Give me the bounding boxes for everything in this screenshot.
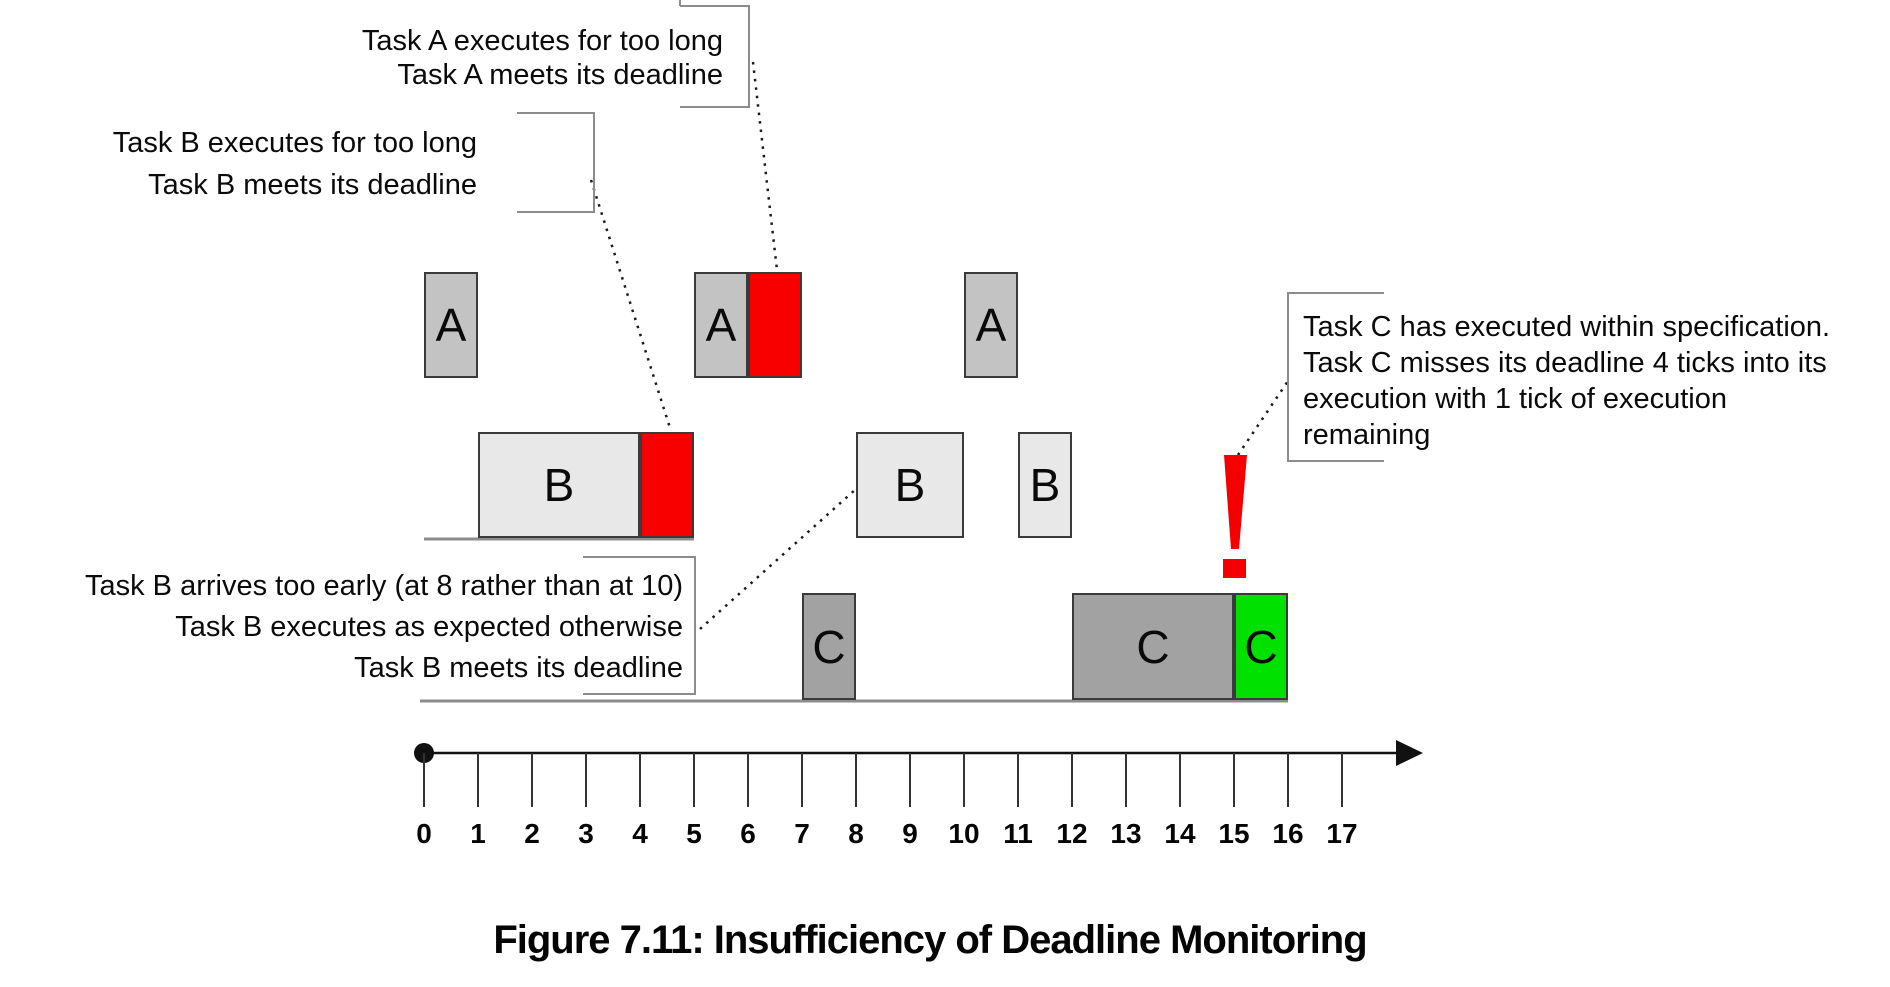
axis-tick-label: 16 — [1272, 818, 1304, 849]
callout-bracket-task-a-stub — [679, 0, 681, 6]
annotation-line: execution with 1 tick of execution — [1303, 383, 1727, 415]
exclamation-stem — [1224, 455, 1247, 549]
axis-tick-label: 10 — [948, 818, 980, 849]
axis-tick-label: 14 — [1164, 818, 1196, 849]
callout-bracket-task-c — [1287, 292, 1384, 462]
annotation-line: Task B executes as expected otherwise — [175, 611, 683, 643]
axis-tick-label: 7 — [794, 818, 810, 849]
task-block-label: B — [543, 459, 575, 511]
axis-tick-label: 3 — [578, 818, 594, 849]
task-block-label: C — [1244, 620, 1278, 673]
axis-tick-mark — [909, 753, 911, 807]
task-a-block-normal: A — [424, 272, 478, 378]
exclamation-dot — [1223, 559, 1246, 578]
axis-tick-mark — [855, 753, 857, 807]
axis-tick-label: 8 — [848, 818, 864, 849]
callout-bracket-task-b-early — [583, 556, 696, 695]
axis-tick-label: 17 — [1326, 818, 1358, 849]
axis-tick-mark — [1287, 753, 1289, 807]
axis-tick-label: 1 — [470, 818, 486, 849]
axis-tick-mark — [963, 753, 965, 807]
leader-task-b-overrun — [589, 179, 673, 432]
axis-tick-mark — [1071, 753, 1073, 807]
time-axis — [414, 740, 1423, 766]
axis-tick-mark — [639, 753, 641, 807]
axis-tick-label: 6 — [740, 818, 756, 849]
axis-tick-label: 5 — [686, 818, 702, 849]
axis-tick-mark — [1179, 753, 1181, 807]
leader-task-c-late — [1236, 380, 1290, 456]
callout-bracket-task-a — [680, 5, 750, 108]
annotation-task-c-late: Task C has executed within specification… — [1303, 309, 1830, 453]
task-block-label: A — [435, 299, 467, 351]
axis-tick-mark — [747, 753, 749, 807]
axis-tick-mark — [1233, 753, 1235, 807]
task-block-label: C — [1136, 620, 1170, 673]
task-block-label: B — [1029, 459, 1061, 511]
axis-tick-mark — [477, 753, 479, 807]
axis-tick-label: 13 — [1110, 818, 1142, 849]
deadline-miss-exclamation-icon — [1223, 455, 1247, 578]
axis-tick-mark — [1341, 753, 1343, 807]
leader-task-b-early — [699, 488, 857, 630]
task-b-block-normal: B — [1018, 432, 1072, 538]
annotation-line: Task C misses its deadline 4 ticks into … — [1303, 347, 1827, 379]
task-b-block-normal: B — [856, 432, 964, 538]
annotation-line: Task B meets its deadline — [354, 652, 683, 684]
leader-task-a-overrun — [751, 61, 779, 271]
axis-tick-label: 15 — [1218, 818, 1250, 849]
annotation-task-b-early: Task B arrives too early (at 8 rather th… — [85, 566, 683, 689]
task-b-block-normal: B — [478, 432, 640, 538]
task-block-label: C — [812, 620, 846, 673]
axis-tick-label: 9 — [902, 818, 918, 849]
axis-tick-mark — [585, 753, 587, 807]
annotation-line: remaining — [1303, 419, 1431, 451]
axis-tick-mark — [1125, 753, 1127, 807]
axis-tick-mark — [423, 753, 425, 807]
axis-tick-label: 11 — [1003, 818, 1033, 849]
task-block-label: A — [975, 299, 1007, 351]
callout-bracket-task-b — [517, 112, 595, 213]
axis-tick-mark — [693, 753, 695, 807]
axis-arrowhead-icon — [1396, 740, 1423, 766]
task-b-block-overrun — [640, 432, 694, 538]
axis-tick-mark — [1017, 753, 1019, 807]
annotation-line: Task C has executed within specification… — [1303, 311, 1831, 343]
annotation-line: Task A meets its deadline — [397, 59, 723, 91]
task-a-block-normal: A — [964, 272, 1018, 378]
task-a-block-overrun — [748, 272, 802, 378]
axis-tick-label: 4 — [632, 818, 648, 849]
task-a-block-normal: A — [694, 272, 748, 378]
axis-tick-label: 0 — [416, 818, 432, 849]
axis-tick-mark — [801, 753, 803, 807]
task-c-block-normal: C — [802, 593, 856, 700]
axis-tick-mark — [531, 753, 533, 807]
annotation-line: Task B executes for too long — [112, 127, 477, 159]
annotation-line: Task A executes for too long — [361, 25, 723, 57]
task-block-label: A — [705, 299, 737, 351]
task-block-label: B — [894, 459, 926, 511]
figure-caption: Figure 7.11: Insufficiency of Deadline M… — [493, 918, 1367, 962]
annotation-line: Task B arrives too early (at 8 rather th… — [85, 570, 683, 602]
task-c-block-late: C — [1234, 593, 1288, 700]
axis-tick-label: 12 — [1056, 818, 1088, 849]
axis-tick-label: 2 — [524, 818, 540, 849]
annotation-line: Task B meets its deadline — [148, 169, 477, 201]
task-c-block-normal: C — [1072, 593, 1234, 700]
